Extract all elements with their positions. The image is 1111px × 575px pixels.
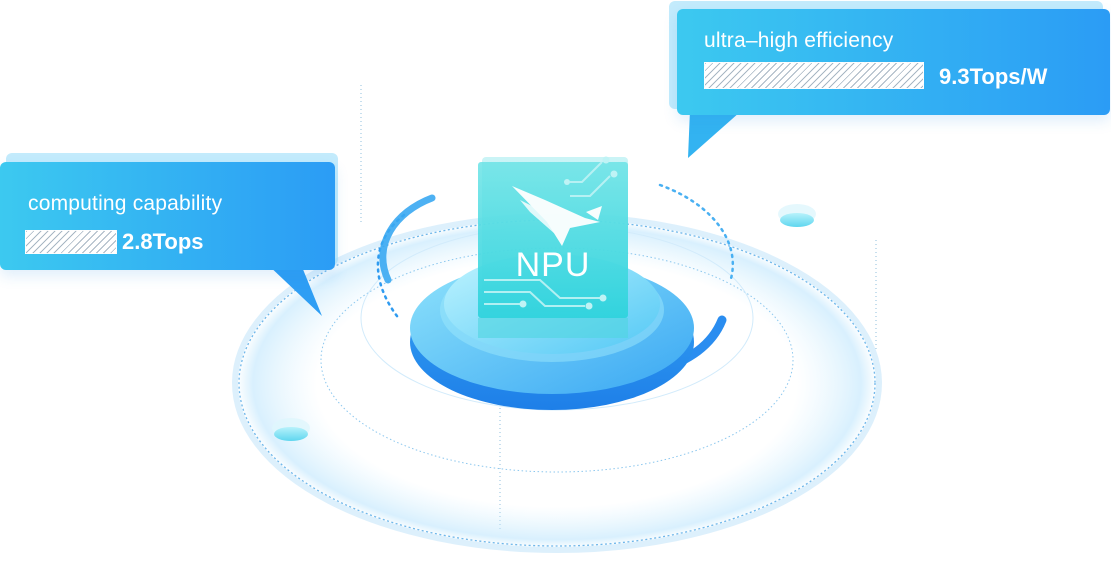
callout-value: 9.3Tops/W [939,64,1047,90]
hatched-bar [25,230,117,254]
hatched-bar [704,62,924,89]
computing-capability-callout: computing capability 2.8Tops [0,162,335,270]
ultra-high-efficiency-callout: ultra–high efficiency 9.3Tops/W [677,9,1110,115]
callout-title: computing capability [28,192,222,216]
callout-title: ultra–high efficiency [704,29,893,53]
npu-chip-label: NPU [478,246,628,285]
callout-value: 2.8Tops [122,229,204,255]
